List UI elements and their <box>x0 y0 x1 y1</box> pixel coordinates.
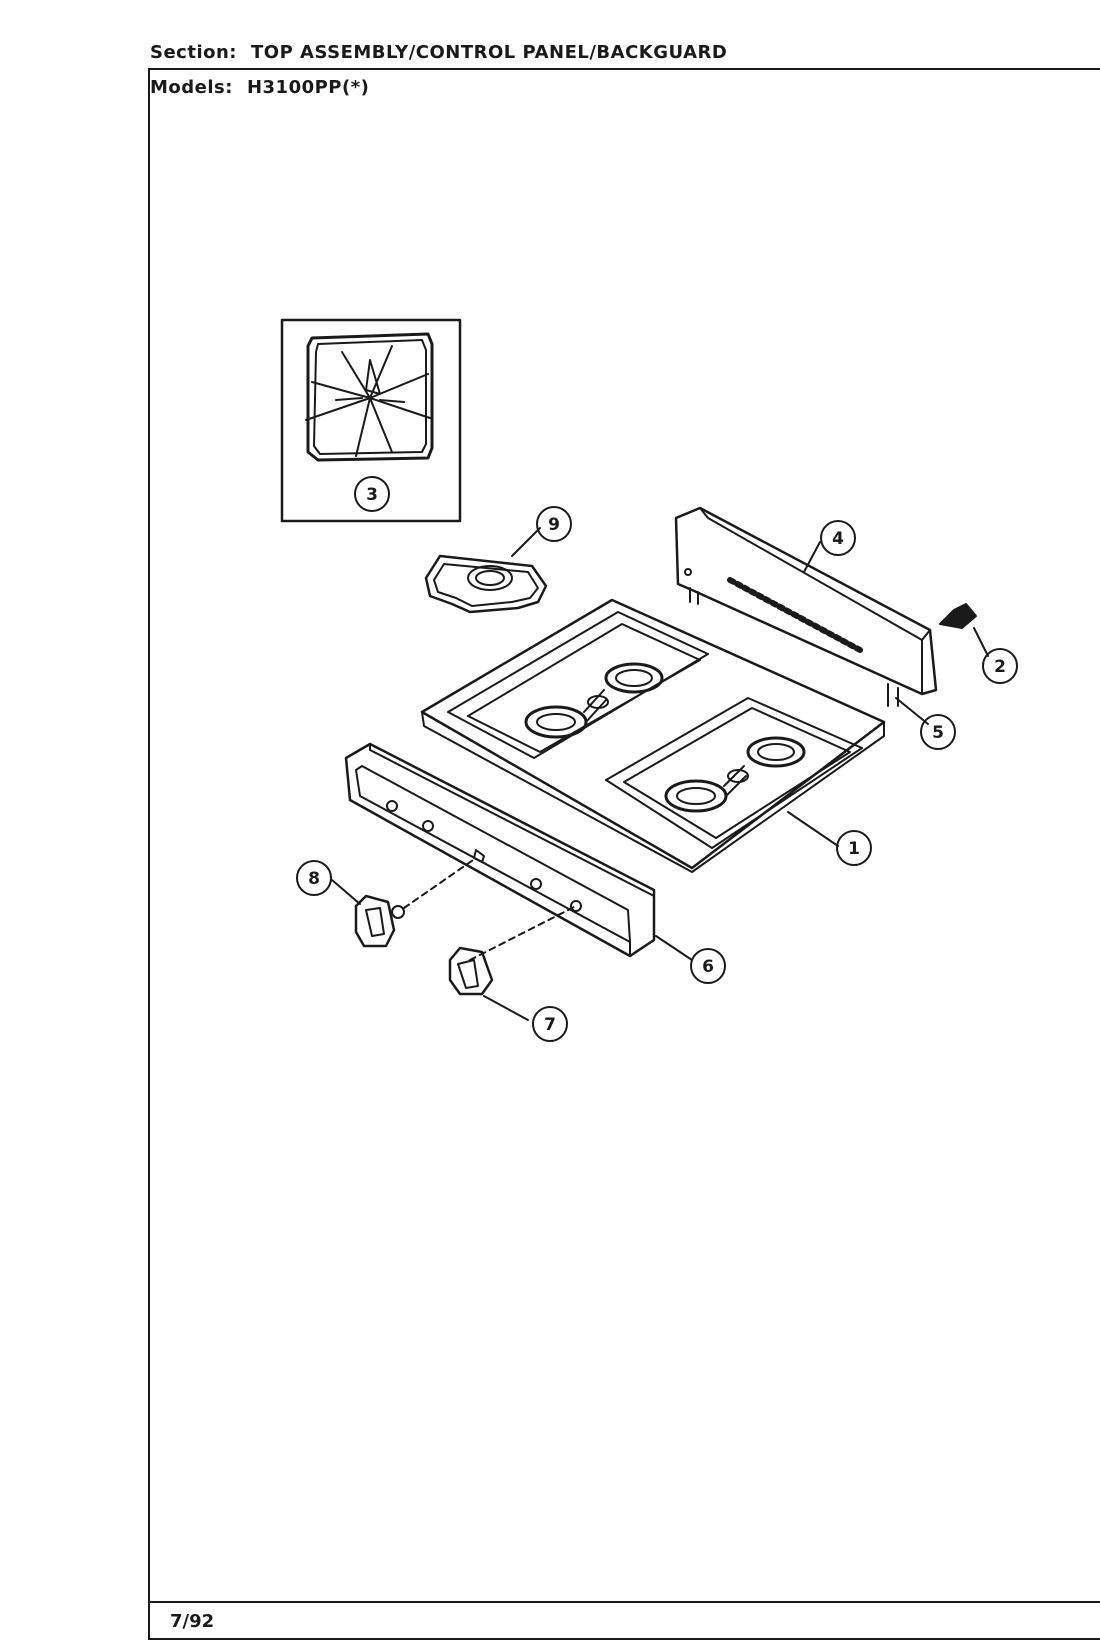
drip-pan <box>424 554 548 614</box>
cooktop <box>420 598 886 873</box>
callout-9-label: 9 <box>548 515 560 535</box>
callout-7: 7 <box>532 1006 568 1042</box>
callout-7-label: 7 <box>544 1015 556 1035</box>
callout-2: 2 <box>982 648 1018 684</box>
callout-8: 8 <box>296 860 332 896</box>
callout-8-label: 8 <box>308 869 320 889</box>
callout-1-label: 1 <box>848 839 860 859</box>
footer-divider <box>148 1601 1100 1603</box>
models-value: H3100PP(*) <box>246 77 370 98</box>
section-label: Section: <box>150 42 237 63</box>
exploded-parts-diagram: 1 2 3 4 5 6 7 8 9 <box>280 318 1018 1042</box>
callout-2-label: 2 <box>994 657 1006 677</box>
models-heading: Models: H3100PP(*) <box>150 77 369 98</box>
control-knob-right <box>448 946 494 996</box>
revision-date: 7/92 <box>170 1611 215 1632</box>
callout-4-label: 4 <box>832 529 844 549</box>
diagram-frame <box>148 68 1100 1640</box>
leader-lines <box>331 527 989 1021</box>
section-title: TOP ASSEMBLY/CONTROL PANEL/BACKGUARD <box>251 42 728 63</box>
burner-grate-inset <box>280 318 462 523</box>
section-heading: Section: TOP ASSEMBLY/CONTROL PANEL/BACKG… <box>150 42 727 63</box>
callout-5-label: 5 <box>932 723 944 743</box>
callout-4: 4 <box>820 520 856 556</box>
assembly-line-7 <box>469 905 577 961</box>
assembly-line-8 <box>403 857 477 909</box>
callout-9: 9 <box>536 506 572 542</box>
models-label: Models: <box>150 77 233 98</box>
callout-5: 5 <box>920 714 956 750</box>
backguard <box>674 506 938 707</box>
callout-3-label: 3 <box>366 485 378 505</box>
callout-1: 1 <box>836 830 872 866</box>
callout-6: 6 <box>690 948 726 984</box>
control-knob-left <box>354 894 405 948</box>
callout-3: 3 <box>354 476 390 512</box>
control-panel <box>344 742 656 958</box>
callout-6-label: 6 <box>702 957 714 977</box>
end-cap <box>939 603 977 629</box>
